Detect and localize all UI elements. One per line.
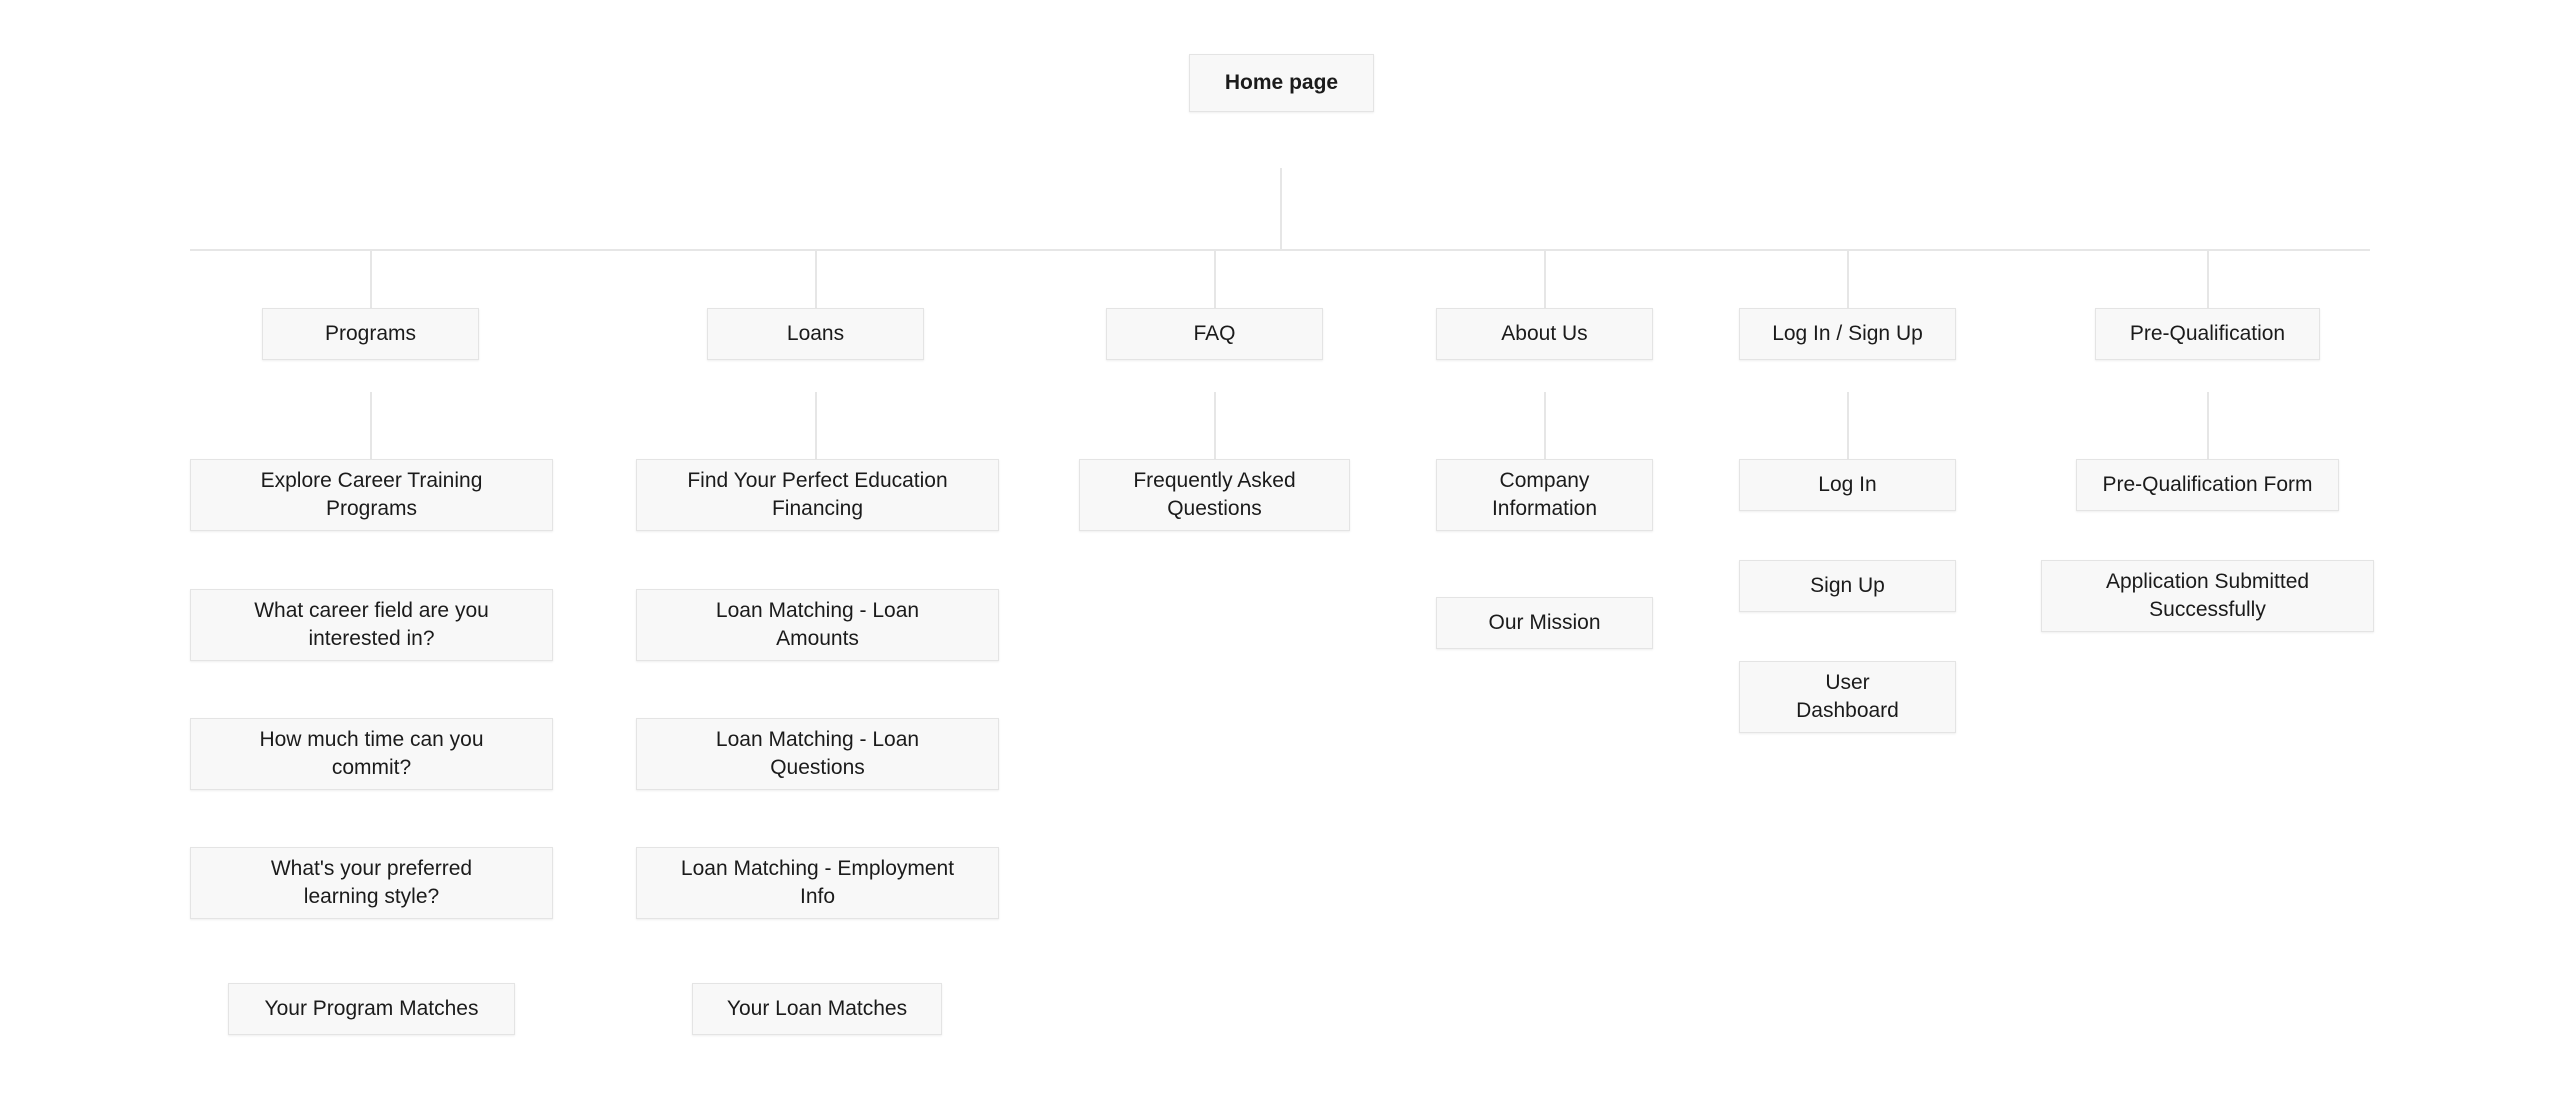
node-home-page[interactable]: Home page <box>1189 54 1374 112</box>
connector-branch-stub-faq <box>1214 249 1216 311</box>
node-log-in-sign-up[interactable]: Log In / Sign Up <box>1739 308 1956 360</box>
node-label: Your Program Matches <box>264 996 479 1020</box>
node-label: Your Loan Matches <box>726 996 908 1020</box>
connector-loans-to-child <box>815 392 817 460</box>
node-label: Pre-Qualification Form <box>2102 472 2313 496</box>
node-label: Sign Up <box>1810 573 1885 597</box>
node-label: Our Mission <box>1488 610 1601 634</box>
node-label: What's your preferred learning style? <box>270 856 473 908</box>
node-faq[interactable]: FAQ <box>1106 308 1323 360</box>
node-about-us[interactable]: About Us <box>1436 308 1653 360</box>
node-programs[interactable]: Programs <box>262 308 479 360</box>
connector-login-signup-to-child <box>1847 392 1849 460</box>
connector-horizontal-bus <box>190 249 2370 251</box>
node-label: Frequently Asked Questions <box>1133 468 1296 520</box>
connector-branch-stub-loans <box>815 249 817 311</box>
node-label: FAQ <box>1193 321 1236 345</box>
connector-pre-qualification-to-child <box>2207 392 2209 460</box>
node-label: Find Your Perfect Education Financing <box>687 468 948 520</box>
node-your-loan-matches[interactable]: Your Loan Matches <box>692 983 942 1035</box>
node-label: Log In <box>1818 472 1877 496</box>
node-what-career-field[interactable]: What career field are you interested in? <box>190 589 553 661</box>
node-label: Company Information <box>1491 468 1598 520</box>
connector-root-stem <box>1280 168 1282 250</box>
connector-programs-to-child <box>370 392 372 460</box>
connector-branch-stub-programs <box>370 249 372 311</box>
node-frequently-asked-questions[interactable]: Frequently Asked Questions <box>1079 459 1350 531</box>
node-label: Loan Matching - Loan Questions <box>715 727 920 779</box>
node-sign-up[interactable]: Sign Up <box>1739 560 1956 612</box>
node-loan-matching-loan-amounts[interactable]: Loan Matching - Loan Amounts <box>636 589 999 661</box>
connector-faq-to-child <box>1214 392 1216 460</box>
node-our-mission[interactable]: Our Mission <box>1436 597 1653 649</box>
connector-branch-stub-login-signup <box>1847 249 1849 311</box>
node-label: What career field are you interested in? <box>254 598 489 650</box>
node-find-education-financing[interactable]: Find Your Perfect Education Financing <box>636 459 999 531</box>
node-pre-qualification[interactable]: Pre-Qualification <box>2095 308 2320 360</box>
node-loan-matching-employment-info[interactable]: Loan Matching - Employment Info <box>636 847 999 919</box>
node-label: Loan Matching - Employment Info <box>680 856 955 908</box>
node-label: Loan Matching - Loan Amounts <box>715 598 920 650</box>
node-label: Log In / Sign Up <box>1772 321 1923 345</box>
node-label: How much time can you commit? <box>259 727 484 779</box>
node-label: Pre-Qualification <box>2129 321 2286 345</box>
node-how-much-time-commit[interactable]: How much time can you commit? <box>190 718 553 790</box>
node-label: User Dashboard <box>1796 670 1899 722</box>
node-loan-matching-loan-questions[interactable]: Loan Matching - Loan Questions <box>636 718 999 790</box>
node-your-program-matches[interactable]: Your Program Matches <box>228 983 515 1035</box>
connector-branch-stub-about-us <box>1544 249 1546 311</box>
node-user-dashboard[interactable]: User Dashboard <box>1739 661 1956 733</box>
node-label: About Us <box>1501 321 1588 345</box>
node-log-in[interactable]: Log In <box>1739 459 1956 511</box>
connector-about-us-to-child <box>1544 392 1546 460</box>
node-company-information[interactable]: Company Information <box>1436 459 1653 531</box>
node-explore-career-training-programs[interactable]: Explore Career Training Programs <box>190 459 553 531</box>
connector-branch-stub-pre-qualification <box>2207 249 2209 311</box>
node-label: Explore Career Training Programs <box>260 468 483 520</box>
node-label: Programs <box>324 321 417 345</box>
node-application-submitted-successfully[interactable]: Application Submitted Successfully <box>2041 560 2374 632</box>
node-label: Home page <box>1224 70 1339 94</box>
node-label: Loans <box>786 321 845 345</box>
node-pre-qualification-form[interactable]: Pre-Qualification Form <box>2076 459 2339 511</box>
node-loans[interactable]: Loans <box>707 308 924 360</box>
node-label: Application Submitted Successfully <box>2105 569 2310 621</box>
node-preferred-learning-style[interactable]: What's your preferred learning style? <box>190 847 553 919</box>
